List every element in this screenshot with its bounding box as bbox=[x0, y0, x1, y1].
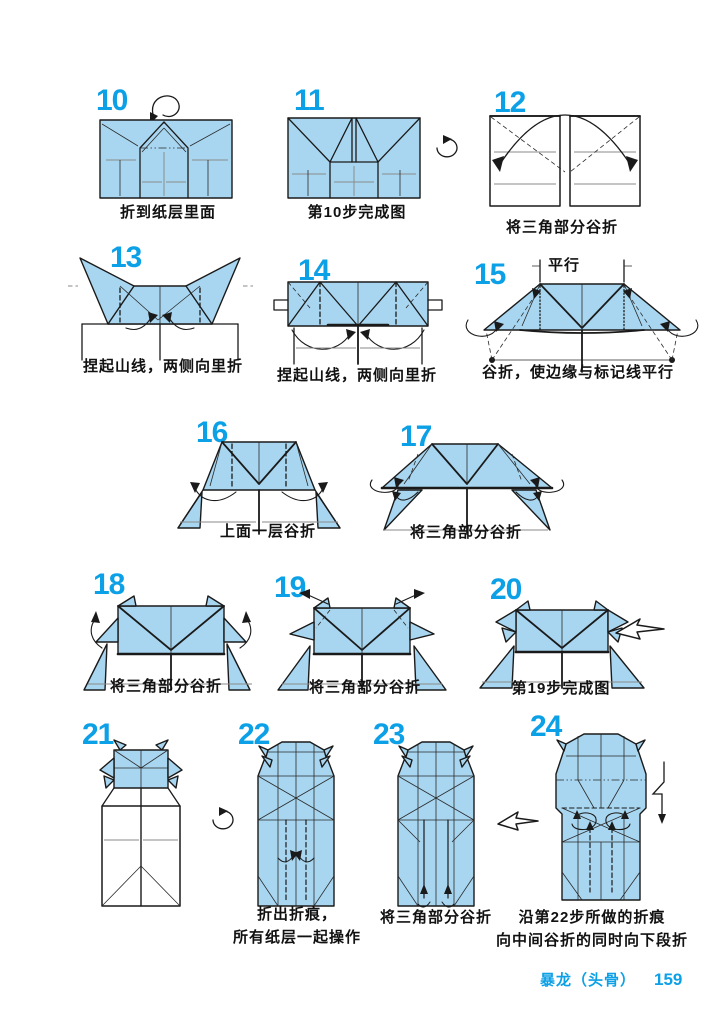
pleat-fold-arrow-icon bbox=[651, 761, 666, 824]
step-22-caption-line1: 折出折痕， bbox=[256, 906, 337, 923]
step-13-diagram bbox=[68, 257, 253, 361]
step-15-diagram bbox=[465, 259, 699, 373]
valley-fold-arrows bbox=[417, 884, 455, 908]
step-18-number: 18 bbox=[93, 568, 125, 601]
step-11-number: 11 bbox=[294, 84, 325, 117]
step-24-diagram bbox=[555, 733, 647, 901]
wrap-fold-arrows bbox=[465, 319, 699, 337]
step-18-diagram bbox=[83, 595, 252, 691]
step-22-diagram bbox=[257, 741, 335, 907]
crease-arrows bbox=[277, 850, 315, 863]
step-24-caption: 沿第22步所做的折痕 向中间谷折的同时向下段折 bbox=[492, 906, 692, 952]
footer-model-title: 暴龙（头骨） bbox=[540, 972, 637, 989]
step-17-number: 17 bbox=[400, 420, 432, 453]
fold-in-arrows bbox=[291, 329, 425, 350]
step-22-number: 22 bbox=[238, 718, 270, 751]
step-20-number: 20 bbox=[490, 573, 522, 606]
step-15-caption: 谷折，使边缘与标记线平行 bbox=[481, 364, 674, 381]
step-10-caption: 折到纸层里面 bbox=[119, 204, 216, 221]
step-12-diagram bbox=[489, 114, 641, 207]
step-12-caption: 将三角部分谷折 bbox=[505, 219, 618, 236]
step-15-parallel-label: 平行 bbox=[547, 257, 580, 274]
step-24-caption-line1: 沿第22步所做的折痕 bbox=[518, 909, 666, 926]
step-23-diagram bbox=[397, 741, 475, 908]
rotate-icon-2 bbox=[212, 807, 234, 830]
step-24-caption-line2: 向中间谷折的同时向下段折 bbox=[495, 932, 688, 949]
valley-fold-arrow bbox=[492, 114, 638, 172]
step-17-caption: 将三角部分谷折 bbox=[409, 524, 522, 541]
step-20-diagram bbox=[479, 600, 645, 689]
step-22-caption-line2: 所有纸层一起操作 bbox=[232, 929, 361, 946]
step-22-caption: 折出折痕， 所有纸层一起操作 bbox=[216, 903, 378, 949]
leg-fold-arrows bbox=[392, 491, 542, 501]
step-11-caption: 第10步完成图 bbox=[307, 204, 407, 221]
step-23-number: 23 bbox=[373, 718, 405, 751]
wrap-fold-arrows bbox=[369, 477, 565, 493]
step-15-number: 15 bbox=[474, 258, 506, 291]
step-10-diagram bbox=[99, 95, 233, 199]
step-14-diagram bbox=[273, 281, 443, 365]
next-step-arrow-icon-2 bbox=[497, 811, 539, 831]
footer-page-number: 159 bbox=[654, 970, 683, 989]
step-14-caption: 捏起山线，两侧向里折 bbox=[276, 367, 437, 384]
step-19-number: 19 bbox=[274, 571, 306, 604]
step-10-number: 10 bbox=[96, 84, 128, 117]
fold-in-arrows bbox=[125, 312, 195, 331]
step-13-caption: 捏起山线，两侧向里折 bbox=[82, 358, 243, 375]
unfold-out-arrows bbox=[299, 589, 425, 605]
step-11-diagram bbox=[287, 117, 421, 199]
step-24-number: 24 bbox=[530, 710, 562, 743]
step-21-number: 21 bbox=[82, 718, 114, 751]
step-14-number: 14 bbox=[298, 254, 330, 287]
unfold-up-arrows bbox=[90, 611, 252, 649]
step-16-caption: 上面一层谷折 bbox=[219, 523, 316, 540]
step-12-number: 12 bbox=[494, 86, 526, 119]
page-footer: 暴龙（头骨） 159 bbox=[540, 969, 700, 990]
unfold-arrows bbox=[190, 482, 328, 502]
step-18-caption: 将三角部分谷折 bbox=[109, 678, 222, 695]
step-23-caption: 将三角部分谷折 bbox=[379, 909, 492, 926]
step-19-diagram bbox=[277, 589, 447, 691]
step-21-diagram bbox=[99, 739, 183, 907]
step-17-diagram bbox=[369, 443, 565, 535]
step-19-caption: 将三角部分谷折 bbox=[308, 679, 421, 696]
rotate-icon bbox=[436, 135, 458, 158]
next-step-arrow-icon bbox=[615, 618, 665, 640]
step-16-diagram bbox=[177, 441, 341, 535]
step-20-caption: 第19步完成图 bbox=[511, 680, 611, 697]
step-13-number: 13 bbox=[110, 241, 142, 274]
